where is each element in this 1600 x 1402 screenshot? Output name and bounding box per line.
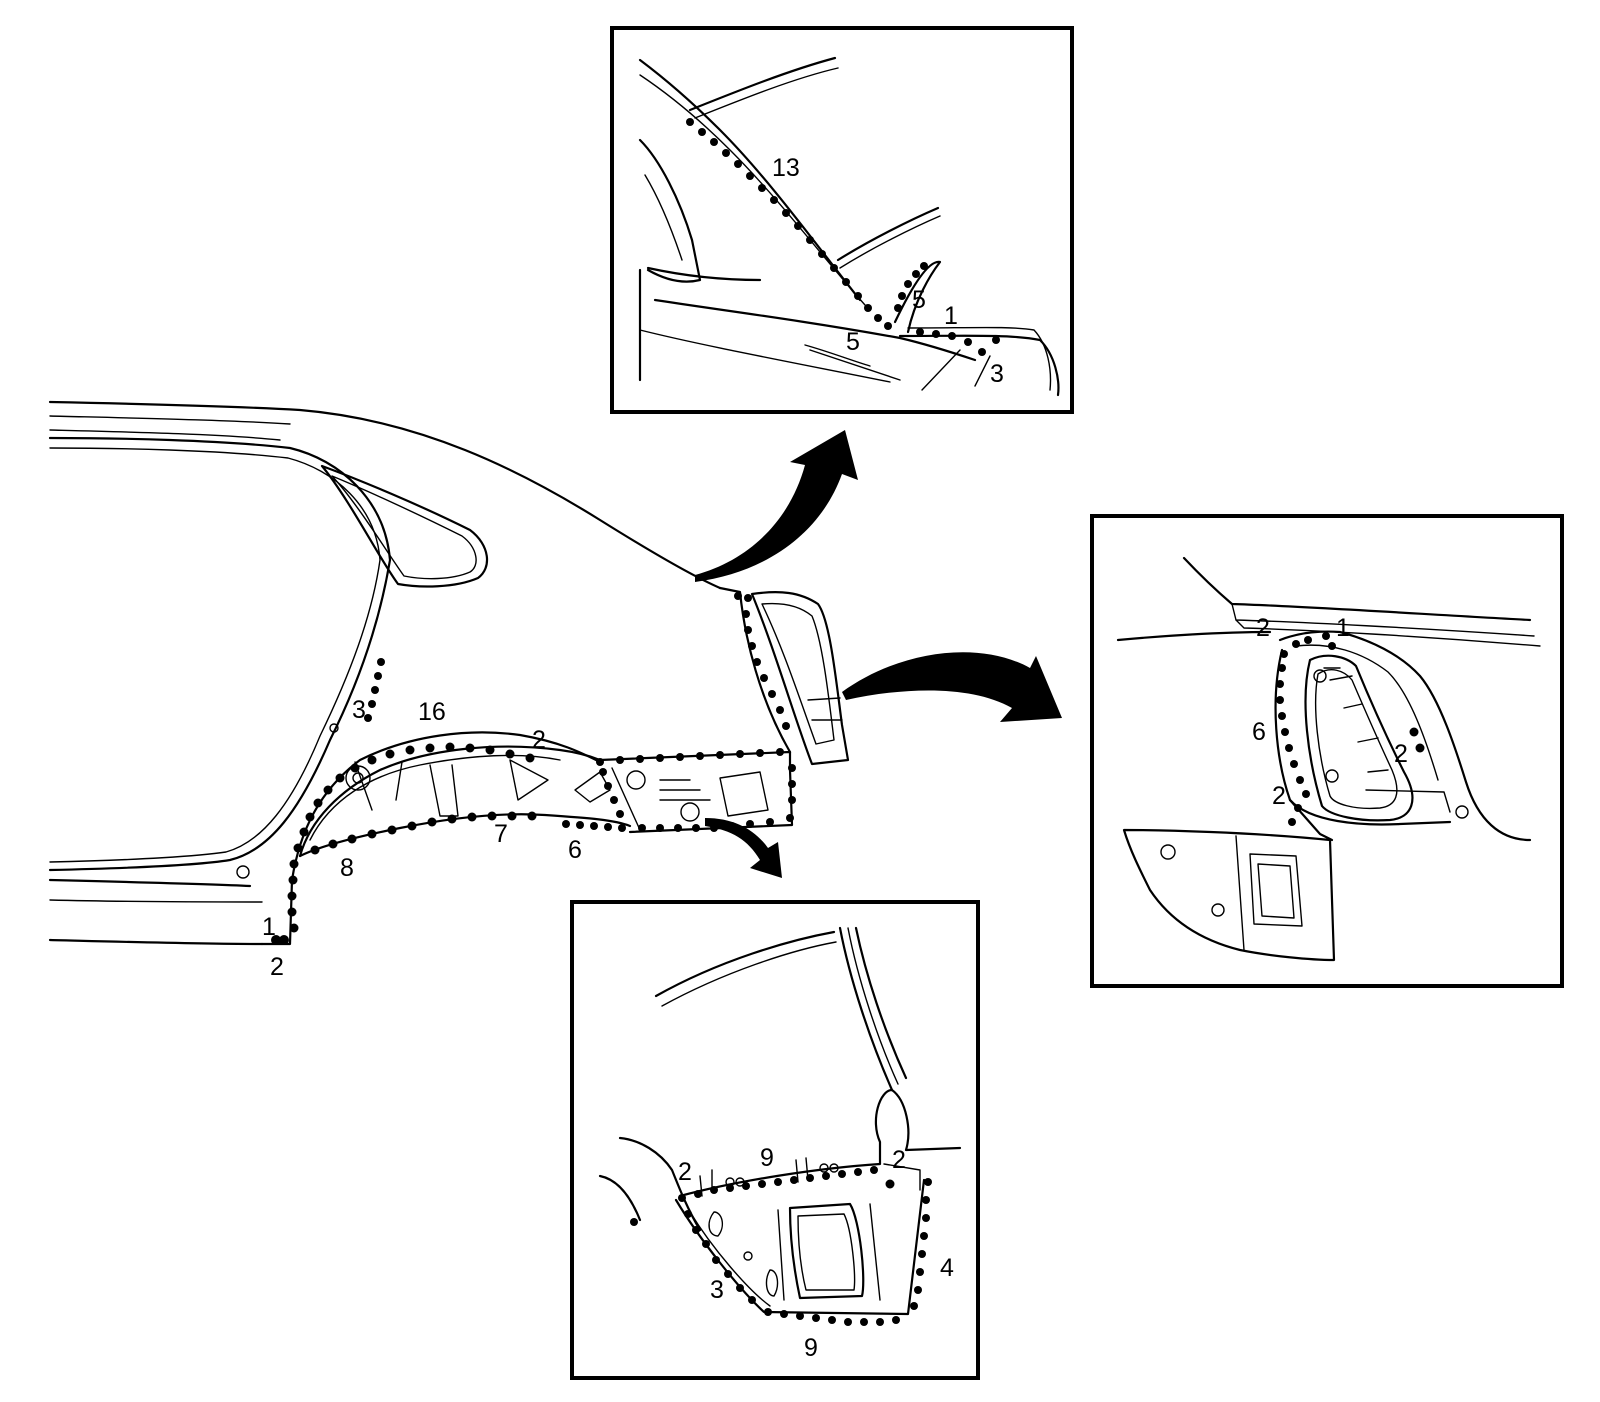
- label-top-1: 1: [944, 302, 958, 330]
- arrow-to-top-inset: [695, 430, 858, 582]
- label-bottom-9a: 9: [760, 1144, 774, 1172]
- right-inset-labels: 2 1 6 2 2: [1252, 614, 1408, 810]
- bottom-inset-weld-dots: [630, 1166, 932, 1326]
- main-labels: 1 2 3 16 2 7 6 8: [262, 696, 582, 981]
- label-main-16: 16: [418, 698, 446, 726]
- top-inset-weld-dots: [686, 118, 1000, 356]
- label-right-2b: 2: [1394, 740, 1408, 768]
- label-bottom-2b: 2: [892, 1146, 906, 1174]
- label-main-2: 2: [270, 953, 284, 981]
- label-main-6: 6: [568, 836, 582, 864]
- label-right-6: 6: [1252, 718, 1266, 746]
- label-top-13: 13: [772, 154, 800, 182]
- bottom-inset-labels: 2 9 2 4 3 9: [678, 1144, 954, 1362]
- main-body-side-panel: [48, 400, 850, 946]
- right-inset-frame: [1090, 514, 1564, 988]
- main-weld-dots: [271, 592, 796, 945]
- label-main-1: 1: [262, 913, 276, 941]
- label-top-3: 3: [990, 360, 1004, 388]
- bottom-inset: [570, 900, 980, 1380]
- label-top-5b: 5: [846, 328, 860, 356]
- arrow-to-right-inset: [842, 652, 1062, 722]
- callout-arrows: [695, 430, 1062, 878]
- top-inset: [610, 26, 1074, 414]
- right-inset: [1090, 514, 1564, 988]
- right-inset-weld-dots: [1276, 632, 1425, 826]
- label-bottom-4: 4: [940, 1254, 954, 1282]
- top-inset-frame: [610, 26, 1074, 414]
- label-bottom-3: 3: [710, 1276, 724, 1304]
- label-right-2a: 2: [1256, 614, 1270, 642]
- label-bottom-2a: 2: [678, 1158, 692, 1186]
- label-top-5a: 5: [912, 286, 926, 314]
- label-bottom-9b: 9: [804, 1334, 818, 1362]
- label-main-8: 8: [340, 854, 354, 882]
- label-main-2b: 2: [532, 726, 546, 754]
- label-right-1: 1: [1336, 614, 1350, 642]
- arrow-to-bottom-inset: [705, 818, 782, 878]
- label-main-7: 7: [494, 820, 508, 848]
- label-main-3: 3: [352, 696, 366, 724]
- top-inset-labels: 13 5 1 5 3: [772, 154, 1004, 388]
- label-right-2c: 2: [1272, 782, 1286, 810]
